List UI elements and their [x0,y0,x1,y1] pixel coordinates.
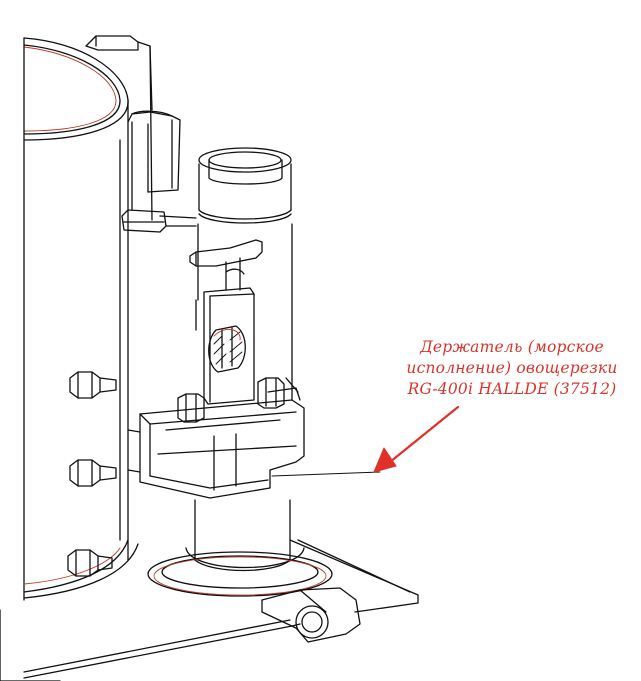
side-bolts [67,371,117,577]
bolt-upper [69,371,117,399]
callout-label-line-2: исполнение) овощерезки [406,359,618,377]
holder-block [203,287,255,405]
base-plate [0,539,419,681]
leader-line [271,471,381,477]
callout-label-line-3: RG-400i HALLDE (37512) [407,380,617,398]
latch-clamp [121,110,197,233]
callout-arrow [373,405,460,473]
holder-column [185,147,305,572]
bolt-middle [69,459,117,487]
vegetable-cutter-body [23,35,153,601]
callout-label-line-1: Держатель (морское [420,338,604,356]
bolt-lower [67,549,113,577]
base-lever [261,587,361,643]
t-handle-knob [189,239,263,291]
foot-ring [147,551,333,597]
bracket-plate [127,377,305,499]
